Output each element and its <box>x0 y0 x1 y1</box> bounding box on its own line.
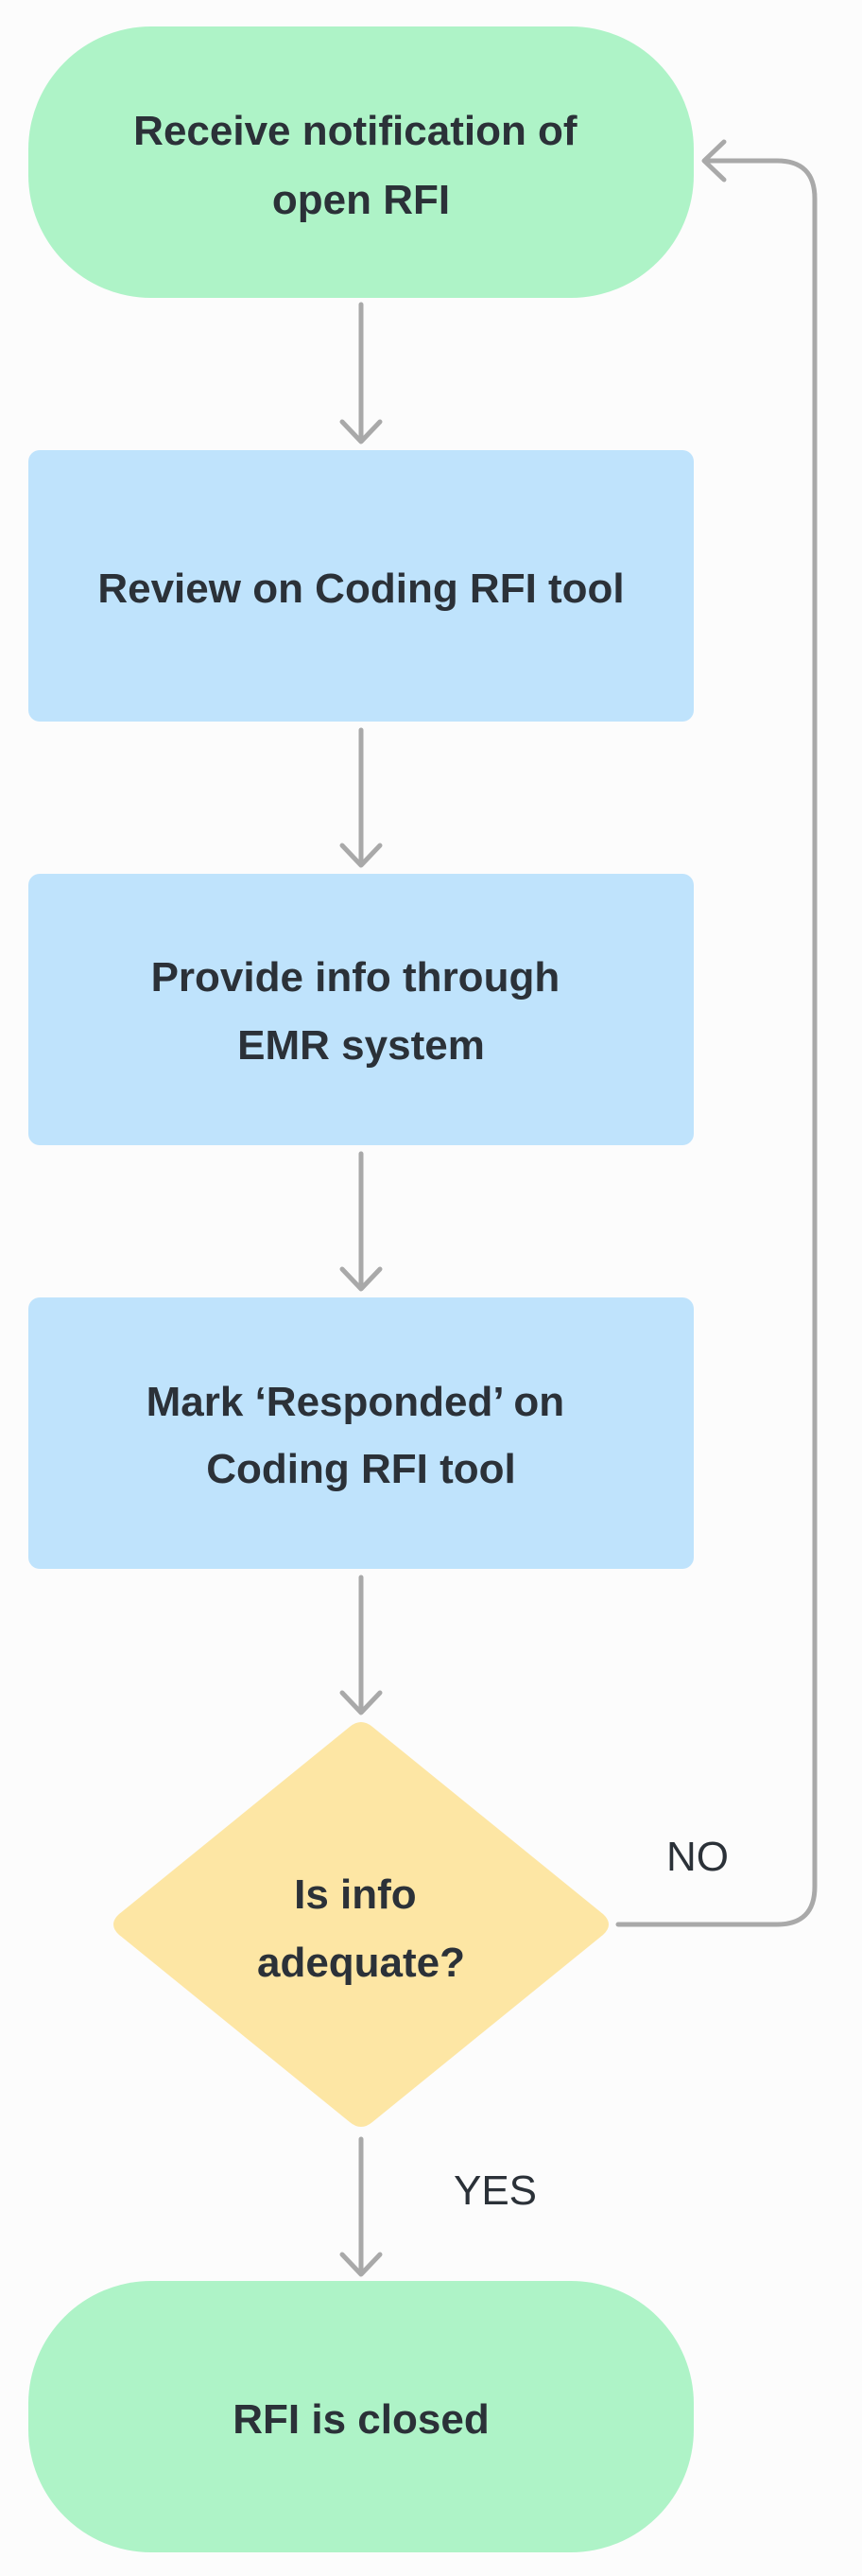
edge-receive-to-review <box>339 302 383 444</box>
process-shape <box>28 874 694 1145</box>
edge-mark-to-decision <box>339 1575 383 1715</box>
node-mark-responded: Mark ‘Responded’ on Coding RFI tool <box>28 1297 694 1569</box>
node-label-line: Coding RFI tool <box>206 1446 515 1492</box>
node-label: Is info adequate? <box>257 1871 465 1986</box>
node-label: Mark ‘Responded’ on Coding RFI tool <box>147 1379 577 1492</box>
arrowhead-icon <box>339 2252 383 2277</box>
node-provide-info-emr: Provide info through EMR system <box>28 874 694 1145</box>
arrowhead-icon <box>339 419 383 444</box>
edge-provide-to-mark <box>339 1151 383 1292</box>
node-label-line: Provide info through <box>151 954 560 1001</box>
node-label: Receive notification of open RFI <box>133 108 589 223</box>
nodes-layer: Receive notification of open RFI Review … <box>28 26 694 2552</box>
node-label-line: RFI is closed <box>233 2396 489 2443</box>
terminal-shape <box>28 2281 694 2552</box>
terminal-shape <box>28 26 694 298</box>
arrowhead-icon <box>339 1690 383 1715</box>
process-shape <box>28 450 694 722</box>
node-label-line: Review on Coding RFI tool <box>97 566 624 612</box>
arrowhead-icon <box>339 1266 383 1292</box>
arrowhead-icon <box>701 139 727 183</box>
edge-decision-to-receive <box>615 139 818 1927</box>
node-decision-info-adequate: Is info adequate? <box>113 1722 609 2127</box>
edge-labels-layer: NO YES <box>454 1834 729 2214</box>
arrowhead-icon <box>339 843 383 868</box>
node-label-line: Receive notification of <box>133 108 578 154</box>
edge-decision-to-closed <box>339 2136 383 2277</box>
process-shape <box>28 1297 694 1569</box>
node-label: Review on Coding RFI tool <box>97 566 624 612</box>
node-label-line: open RFI <box>272 177 450 223</box>
node-receive-notification: Receive notification of open RFI <box>28 26 694 298</box>
decision-shape <box>113 1722 609 2127</box>
node-label-line: Is info <box>294 1871 417 1918</box>
node-review-rfi-tool: Review on Coding RFI tool <box>28 450 694 722</box>
node-label: RFI is closed <box>233 2396 489 2443</box>
node-label-line: Mark ‘Responded’ on <box>147 1379 565 1425</box>
node-rfi-closed: RFI is closed <box>28 2281 694 2552</box>
edges-layer <box>339 139 818 2277</box>
node-label: Provide info through EMR system <box>151 954 572 1069</box>
node-label-line: EMR system <box>237 1022 485 1069</box>
edge-label-no: NO <box>666 1834 729 1880</box>
node-label-line: adequate? <box>257 1940 465 1986</box>
edge-review-to-provide <box>339 727 383 868</box>
edge-label-yes: YES <box>454 2167 537 2214</box>
